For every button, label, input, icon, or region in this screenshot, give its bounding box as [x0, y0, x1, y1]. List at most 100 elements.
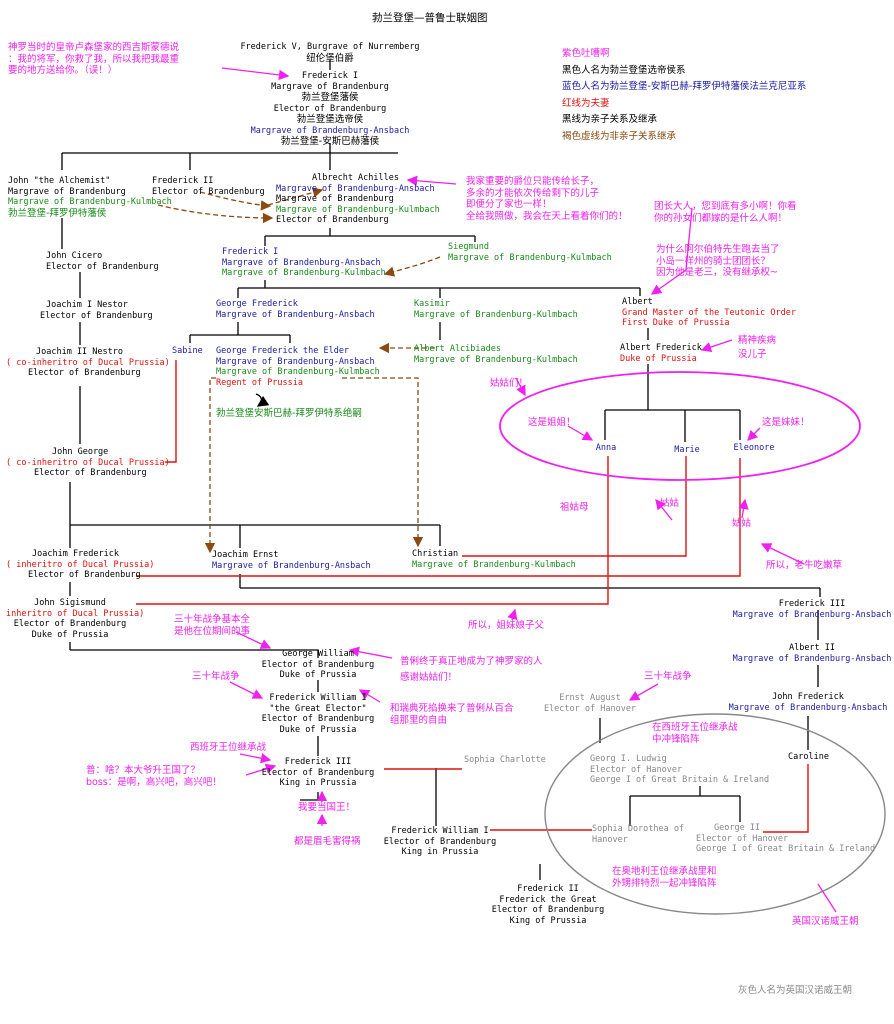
note-sweden: 和瑞典死掐换来了普俐从百合 组那里的自由: [390, 703, 514, 726]
descent-line: [264, 228, 476, 246]
descent-line: [629, 786, 741, 826]
succession-dashed: [342, 377, 424, 548]
note-arrow: [650, 207, 693, 295]
note-aunt-eleonore: 姑姑: [732, 518, 752, 529]
person-frederick-the-great: Frederick II Frederick the Great Elector…: [491, 884, 605, 926]
note-sister-wife: 所以，姐妹娘子父: [468, 620, 545, 631]
person-albert-frederick: Albert Frederick Duke of Prussia: [620, 343, 702, 364]
succession-dashed: [157, 204, 274, 224]
person-great-elector: Frederick William I "the Great Elector" …: [261, 693, 375, 735]
person-john-alchemist: John "the Alchemist" Margrave of Branden…: [8, 176, 172, 219]
person-ernst-august: Ernst August Elector of Hanover: [543, 693, 637, 714]
note-arrow: [406, 175, 457, 186]
note-arrow: [507, 608, 518, 621]
person-frederick-i: Frederick I Margrave of Brandenburg 勃兰登堡…: [250, 71, 410, 147]
legend-red: 红线为夫妻: [562, 97, 610, 109]
note-great-aunt: 祖姑母: [560, 502, 589, 513]
note-arrow: [245, 763, 277, 776]
hanover-pointer: [817, 883, 837, 913]
person-joachim-i: Joachim I Nestor Elector of Brandenburg: [40, 300, 153, 321]
descent-line: [61, 143, 398, 170]
descent-line: [237, 280, 641, 298]
descent-line: [604, 364, 741, 442]
note-aunts: 姑姑们！: [490, 378, 529, 389]
legend-black: 黑色人名为勃兰登堡选帝侯系: [562, 64, 686, 76]
person-frederick-iii-ansbach: Frederick III Margrave of Brandenburg-An…: [732, 599, 892, 620]
person-joachim-ii: Joachim II Nestro ( co-inheritro of Duca…: [6, 347, 170, 378]
note-aunt-marie: 姑姑: [660, 498, 680, 509]
person-john-sigismund: John Sigismund ( inheritro of Ducal Prus…: [0, 598, 145, 640]
note-spanish-succession: 西班牙王位继承战: [190, 742, 267, 753]
aunts-circle: [499, 371, 861, 481]
note-austrian-war: 在奥地利王位继承战里和 外甥排特烈一起冲锋陷阵: [612, 866, 717, 889]
marriage-line: [462, 456, 687, 557]
note-spanish-war-hanover: 在西班牙王位继承战 中冲锋陷阵: [652, 722, 738, 745]
person-george-frederick-elder: George Frederick the Elder Margrave of B…: [216, 346, 380, 388]
note-arrow: [229, 681, 264, 699]
person-john-george: John George ( co-inheritro of Ducal Prus…: [6, 447, 170, 478]
person-george-frederick: George Frederick Margrave of Brandenburg…: [216, 299, 375, 320]
person-eleonore: Eleonore: [733, 443, 775, 453]
note-old-cow: 所以，老牛吃嫩草: [766, 560, 843, 571]
note-arrow: [239, 753, 272, 764]
person-albert-ii-ansbach: Albert II Margrave of Brandenburg-Ansbac…: [732, 643, 892, 664]
succession-dashed: [383, 256, 441, 277]
note-arrow: [515, 377, 526, 397]
person-george-william: George William Elector of Brandenburg Du…: [261, 649, 375, 680]
person-sophia-dorothea: Sophia Dorothea of Hanover: [592, 824, 685, 845]
note-thanks-aunts: 普俐终于真正地成为了神罗家的人 感谢姑姑们！: [400, 656, 543, 683]
person-albert-prussia: Albert Grand Master of the Teutonic Orde…: [622, 297, 796, 328]
note-sigismund: 神罗当时的皇帝卢森堡家的西吉斯蒙德说 ：我的将军，你救了我，所以我把我最重 要的…: [8, 42, 180, 76]
note-arrow: [221, 67, 290, 81]
note-want-king: 我要当国王！: [298, 802, 356, 813]
note-arrow: [348, 646, 393, 659]
note-elder-sister: 这是姐姐！: [528, 417, 576, 428]
person-joachim-ernst: Joachim Ernst Margrave of Brandenburg-An…: [212, 550, 371, 571]
marriage-line: [136, 458, 741, 577]
legend-blue: 蓝色人名为勃兰登堡-安斯巴赫-拜罗伊特藩侯法兰克尼亚系: [562, 81, 807, 92]
person-sophia-charlotte: Sophia Charlotte: [464, 755, 546, 765]
note-arrow: [747, 427, 761, 441]
legend-blackline: 黑线为亲子关系及继承: [562, 114, 658, 125]
person-george-ii: George II Elector of Hanover George I of…: [696, 823, 876, 854]
person-christian: Christian Margrave of Brandenburg-Kulmba…: [412, 549, 576, 570]
succession-dashed: [204, 377, 216, 554]
note-arrow: [235, 631, 272, 649]
descent-line: [300, 792, 319, 801]
note-thirty-years-reign: 三十年战争基本全 是他在位期间的事: [174, 614, 251, 637]
marriage-line: [136, 456, 609, 605]
note-arrow: [738, 498, 749, 519]
person-kasimir: Kasimir Margrave of Brandenburg-Kulmbach: [414, 299, 578, 320]
note-arrow: [760, 543, 805, 565]
person-marie: Marie: [674, 445, 700, 455]
marriage-line: [763, 764, 809, 833]
descent-line: [189, 322, 291, 343]
hanover-circle: [544, 713, 886, 915]
person-albert-alcibiades: Albert Alcibiades Margrave of Brandenbur…: [414, 344, 578, 365]
note-mental-illness: 精神疾病 没儿子: [738, 335, 777, 360]
legend: 紫色吐嘈啊 黑色人名为勃兰登堡选帝侯系 蓝色人名为勃兰登堡-安斯巴赫-拜罗伊特藩…: [562, 46, 806, 145]
legend-purple: 紫色吐嘈啊: [562, 48, 610, 59]
person-siegmund: Siegmund Margrave of Brandenburg-Kulmbac…: [448, 242, 612, 263]
succession-dashed: [199, 191, 272, 211]
descent-line: [69, 642, 319, 658]
note-kingdom: 普：啥？本大爷升王国了？ boss：是啊，高兴吧，高兴吧！: [86, 765, 222, 788]
person-frederick-william-i-king: Frederick William I Elector of Brandenbu…: [383, 826, 497, 857]
note-eyebrows: 都是眉毛害得祸: [294, 836, 361, 847]
note-arrow: [628, 683, 659, 701]
person-john-cicero: John Cicero Elector of Brandenburg: [46, 251, 159, 272]
person-caroline: Caroline: [788, 752, 829, 762]
ansbach-extinct-note: 勃兰登堡安斯巴赫-拜罗伊特系绝嗣: [216, 408, 362, 419]
note-arrow: [700, 339, 733, 353]
legend-brown: 褐色虚线为非亲子关系继承: [562, 130, 677, 142]
person-frederick-ii-elector: Frederick II Elector of Brandenburg: [152, 176, 265, 197]
person-frederick-iii-king: Frederick III Elector of Brandenburg Kin…: [261, 757, 375, 788]
note-thirty-years-war-2: 三十年战争: [644, 671, 692, 682]
note-grand-master: 团长大人，您到底有多小啊！你看 你的孙女们都嫁的是什么人啊！: [654, 201, 797, 224]
chart-title: 勃兰登堡—普鲁士联姻图: [372, 12, 488, 24]
person-anna: Anna: [595, 443, 617, 453]
person-georg-ludwig: Georg I. Ludwig Elector of Hanover Georg…: [590, 754, 770, 785]
note-hanover-dynasty: 英国汉诺威王朝: [792, 916, 859, 927]
person-sabine: Sabine: [172, 346, 203, 356]
